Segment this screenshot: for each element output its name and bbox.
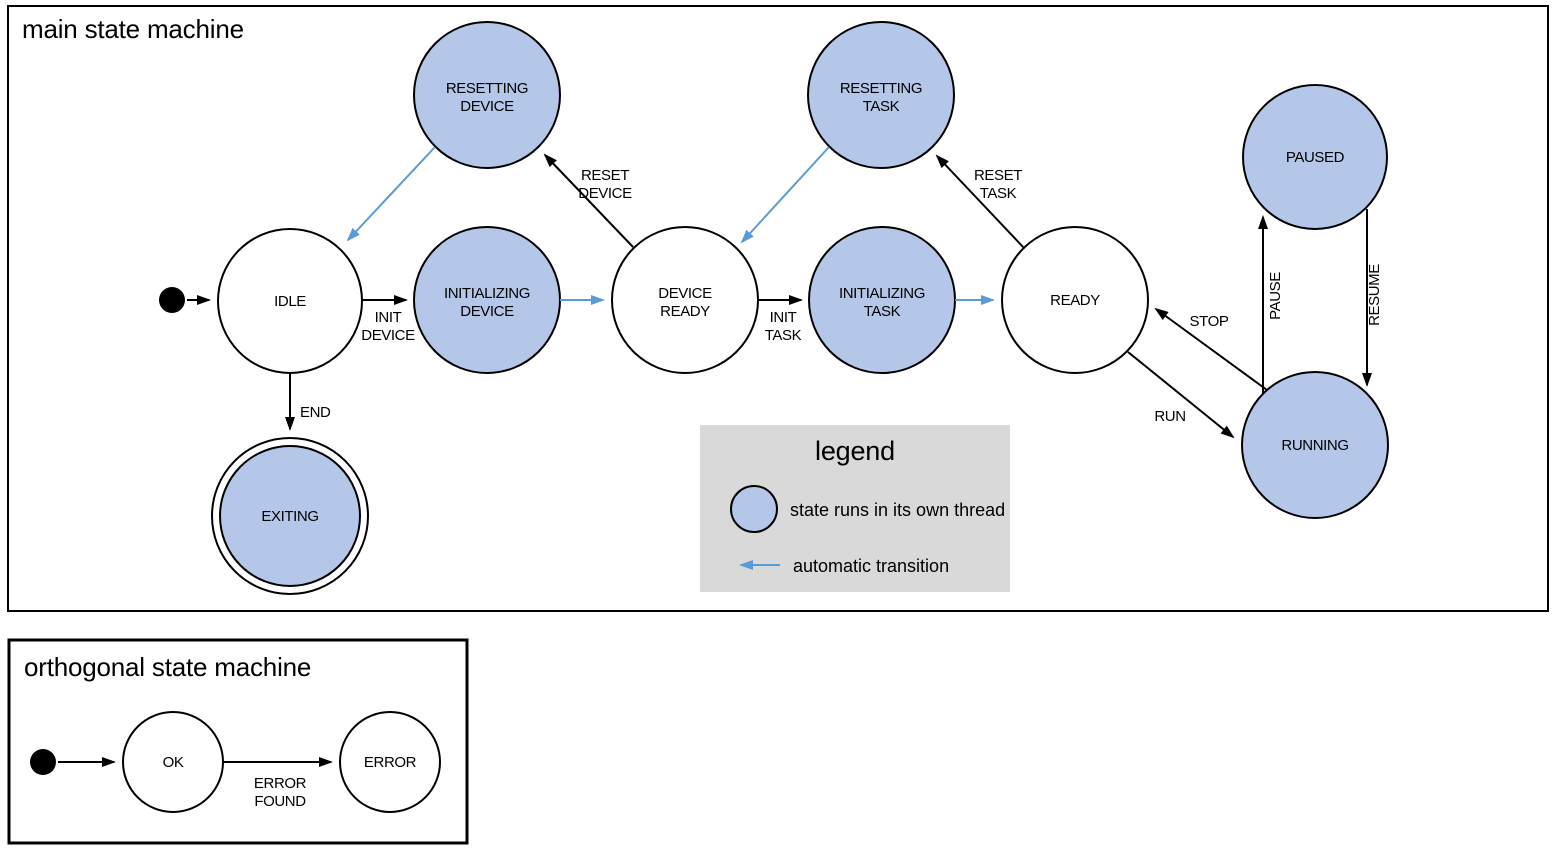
legend-threaded-state-caption: state runs in its own thread <box>790 500 1005 520</box>
orthogonal-panel-title: orthogonal state machine <box>24 652 311 682</box>
state-device-ready-label-line2: READY <box>660 303 710 320</box>
orthogonal-panel-border <box>7 638 469 845</box>
transition-init-task-label-line2: TASK <box>765 327 802 344</box>
state-error <box>339 711 441 813</box>
state-idle-label: IDLE <box>274 293 306 310</box>
transition-init-task-label-line1: INIT <box>770 309 797 326</box>
transition-resume-label: RESUME <box>1366 264 1383 326</box>
auto-transition-resetting-task-to-device-ready <box>740 146 830 244</box>
orthogonal-initial-state-dot <box>30 749 56 775</box>
state-running-label: RUNNING <box>1281 437 1348 454</box>
state-ready-label: READY <box>1050 292 1100 309</box>
transition-stop-arrow <box>1154 307 1268 391</box>
transition-end-label: END <box>300 404 331 421</box>
state-resetting-device-label-line1: RESETTING <box>446 80 528 97</box>
state-exiting <box>219 445 361 587</box>
transition-run-arrow <box>1127 351 1235 439</box>
transition-run-label: RUN <box>1154 408 1185 425</box>
transition-reset-task-label-line1: RESET <box>974 167 1022 184</box>
state-device-ready-label-line1: DEVICE <box>658 285 712 302</box>
state-resetting-task <box>807 21 955 169</box>
transition-pause-label: PAUSE <box>1267 272 1284 320</box>
legend-threaded-state-icon <box>730 485 778 533</box>
state-paused-label: PAUSED <box>1286 149 1345 166</box>
initial-state-dot <box>159 287 185 313</box>
transition-init-device-label-line2: DEVICE <box>361 327 415 344</box>
state-ok-label: OK <box>163 754 184 771</box>
legend-title: legend <box>815 436 895 466</box>
state-resetting-task-label-line2: TASK <box>863 98 900 115</box>
transition-error-found-label-line2: FOUND <box>254 793 306 810</box>
main-panel-border <box>7 5 1549 612</box>
transition-reset-task-arrow <box>935 154 1025 249</box>
transition-init-device-label-line1: INIT <box>375 309 402 326</box>
state-initializing-device-label-line1: INITIALIZING <box>444 285 530 302</box>
state-resetting-device-label-line2: DEVICE <box>460 98 514 115</box>
transition-error-found-label-line1: ERROR <box>254 775 307 792</box>
state-initializing-task-label-line1: INITIALIZING <box>839 285 925 302</box>
state-exiting-label: EXITING <box>261 508 318 525</box>
transition-reset-device-arrow <box>543 153 634 248</box>
state-resetting-device <box>413 21 561 169</box>
state-running <box>1241 371 1389 519</box>
transition-reset-device-label-line1: RESET <box>581 167 629 184</box>
state-error-label: ERROR <box>364 754 417 771</box>
transition-reset-task-label-line2: TASK <box>980 185 1017 202</box>
state-initializing-task-label-line2: TASK <box>864 303 901 320</box>
main-panel-title: main state machine <box>22 14 244 44</box>
transition-reset-device-label-line2: DEVICE <box>578 185 632 202</box>
state-ready <box>1001 226 1149 374</box>
state-resetting-task-label-line1: RESETTING <box>840 80 922 97</box>
legend-auto-transition-caption: automatic transition <box>793 556 949 576</box>
state-initializing-device-label-line2: DEVICE <box>460 303 514 320</box>
state-paused <box>1242 84 1388 230</box>
transition-stop-label: STOP <box>1190 313 1229 330</box>
auto-transition-resetting-device-to-idle <box>346 146 436 242</box>
